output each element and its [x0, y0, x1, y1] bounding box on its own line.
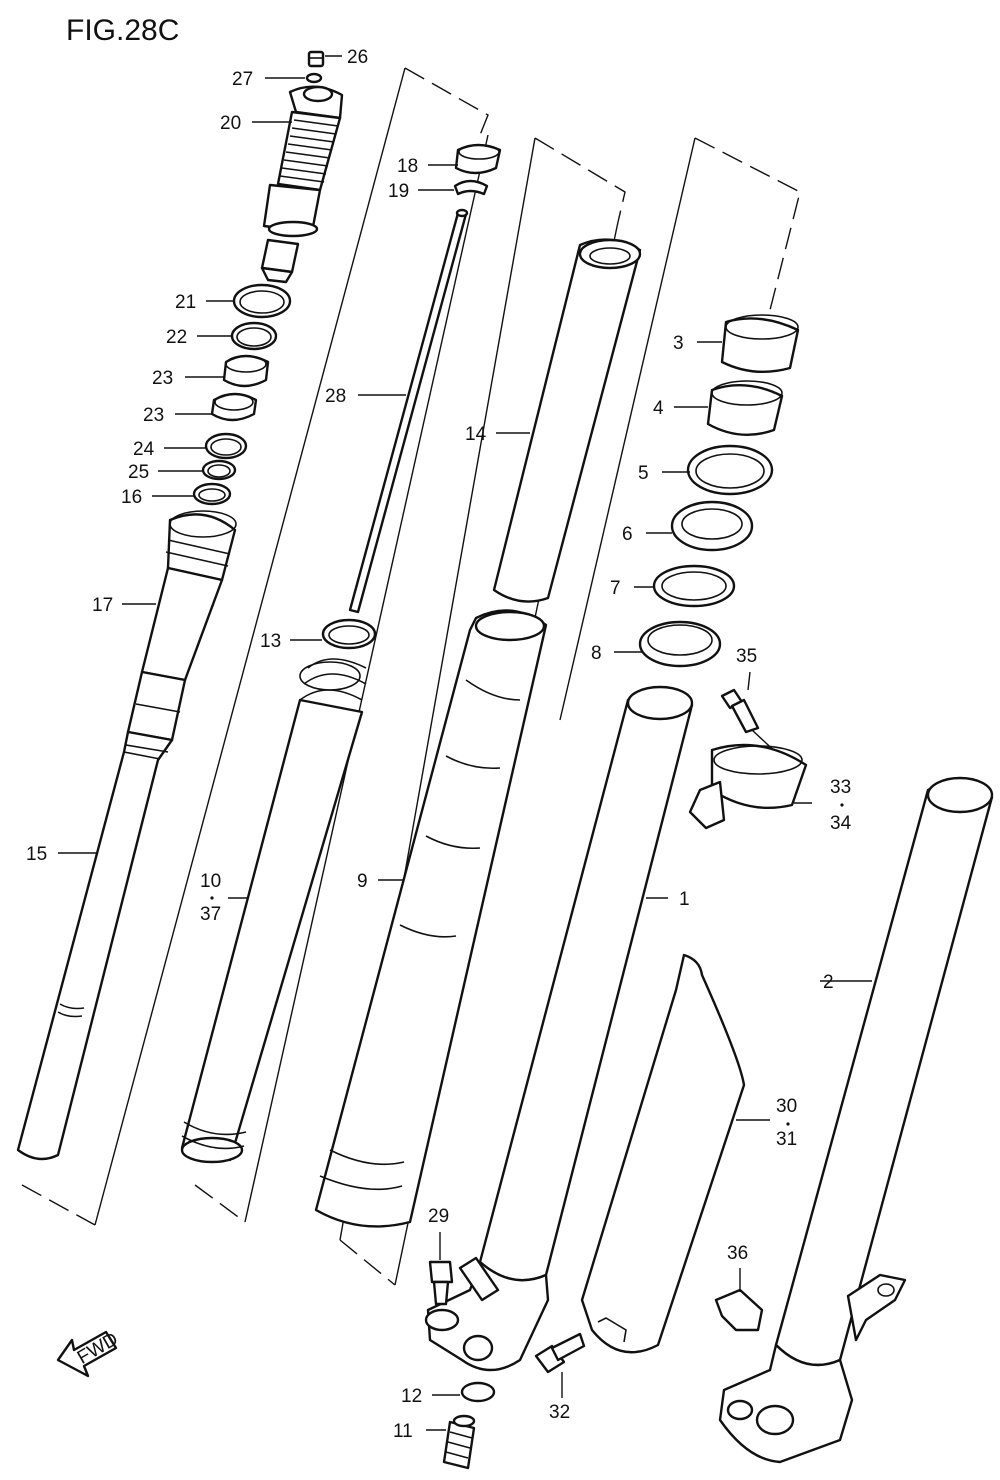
- callout-37: 37: [200, 904, 221, 925]
- figure-title: FIG.28C: [66, 14, 179, 47]
- callout-11: 11: [393, 1421, 413, 1442]
- part-8-dust-seal: [638, 620, 722, 668]
- part-30-fork-guard: [580, 953, 746, 1354]
- callout-dot-10-37: [210, 896, 214, 900]
- callout-15: 15: [26, 844, 47, 865]
- fwd-label: FWD: [74, 1329, 122, 1369]
- callout-27: 27: [232, 69, 253, 90]
- callout-4: 4: [653, 398, 664, 419]
- part-29-bolt: [428, 1260, 454, 1306]
- part-20-cartridge-rod: [260, 85, 344, 284]
- part-32-bolt: [534, 1332, 586, 1374]
- fwd-arrow-icon: FWD: [56, 1329, 122, 1378]
- part-24-ring: [204, 432, 248, 460]
- part-23a-bushing: [222, 354, 270, 388]
- callout-33: 33: [830, 777, 851, 798]
- callout-22: 22: [166, 327, 187, 348]
- part-7-clip: [652, 564, 736, 608]
- callout-26: 26: [347, 47, 368, 68]
- callout-25: 25: [128, 462, 149, 483]
- part-23b-bushing: [210, 392, 258, 422]
- part-2-outer-tube: [718, 776, 994, 1464]
- callout-34: 34: [830, 813, 852, 834]
- callout-18: 18: [397, 156, 418, 177]
- callout-29: 29: [428, 1206, 449, 1227]
- callout-30: 30: [776, 1096, 797, 1117]
- part-1-outer-tube: [424, 685, 694, 1372]
- part-15-inner-tube: [16, 730, 174, 1161]
- callout-23b: 23: [143, 405, 164, 426]
- callout-labels: 26 27 20 18 19 21 22 23 23 24 25 16 17 1…: [26, 47, 852, 1442]
- part-35-bolt: [720, 688, 760, 734]
- part-11-drain-bolt: [442, 1414, 476, 1470]
- callout-31: 31: [776, 1129, 797, 1150]
- part-19-clip: [453, 179, 489, 196]
- callout-36: 36: [727, 1243, 748, 1264]
- part-22-ring: [230, 321, 278, 351]
- part-12-washer: [460, 1381, 496, 1403]
- part-26-screw: [307, 50, 325, 68]
- callout-1: 1: [679, 889, 690, 910]
- callout-2: 2: [823, 972, 834, 993]
- callout-32: 32: [549, 1402, 570, 1423]
- callout-10: 10: [200, 871, 221, 892]
- callout-12: 12: [401, 1386, 422, 1407]
- callout-23a: 23: [152, 368, 173, 389]
- part-4-bushing: [706, 380, 784, 436]
- callout-24: 24: [133, 439, 155, 460]
- callout-13: 13: [260, 631, 281, 652]
- callout-16: 16: [121, 487, 142, 508]
- callout-17: 17: [92, 595, 113, 616]
- group-bracket-right: [559, 137, 801, 721]
- part-36-bracket: [714, 1288, 764, 1332]
- callout-35: 35: [736, 646, 757, 667]
- callout-dot-30-31: [786, 1122, 790, 1126]
- part-28-rod: [348, 208, 469, 614]
- callout-28: 28: [325, 386, 346, 407]
- part-9-damper-tube: [314, 609, 548, 1228]
- callout-20: 20: [220, 113, 241, 134]
- part-33-clamp: [688, 743, 808, 830]
- callout-8: 8: [591, 643, 602, 664]
- callout-19: 19: [388, 181, 409, 202]
- callout-5: 5: [638, 463, 649, 484]
- callout-21: 21: [175, 292, 196, 313]
- leader-lines: [58, 55, 872, 1431]
- part-5-washer: [686, 444, 774, 496]
- part-18-bushing: [454, 143, 502, 175]
- part-6-seal: [670, 500, 754, 552]
- callout-3: 3: [673, 333, 684, 354]
- part-27-washer: [305, 72, 323, 84]
- callout-9: 9: [357, 871, 368, 892]
- part-3-bushing: [720, 314, 800, 373]
- callout-7: 7: [610, 578, 621, 599]
- part-14-tube: [492, 238, 642, 603]
- part-17-cylinder: [126, 510, 237, 742]
- group-bracket-left: [21, 67, 489, 1226]
- callout-6: 6: [622, 524, 633, 545]
- callout-dot-33-34: [840, 803, 844, 807]
- part-10-spring: [180, 658, 367, 1164]
- callout-14: 14: [465, 424, 487, 445]
